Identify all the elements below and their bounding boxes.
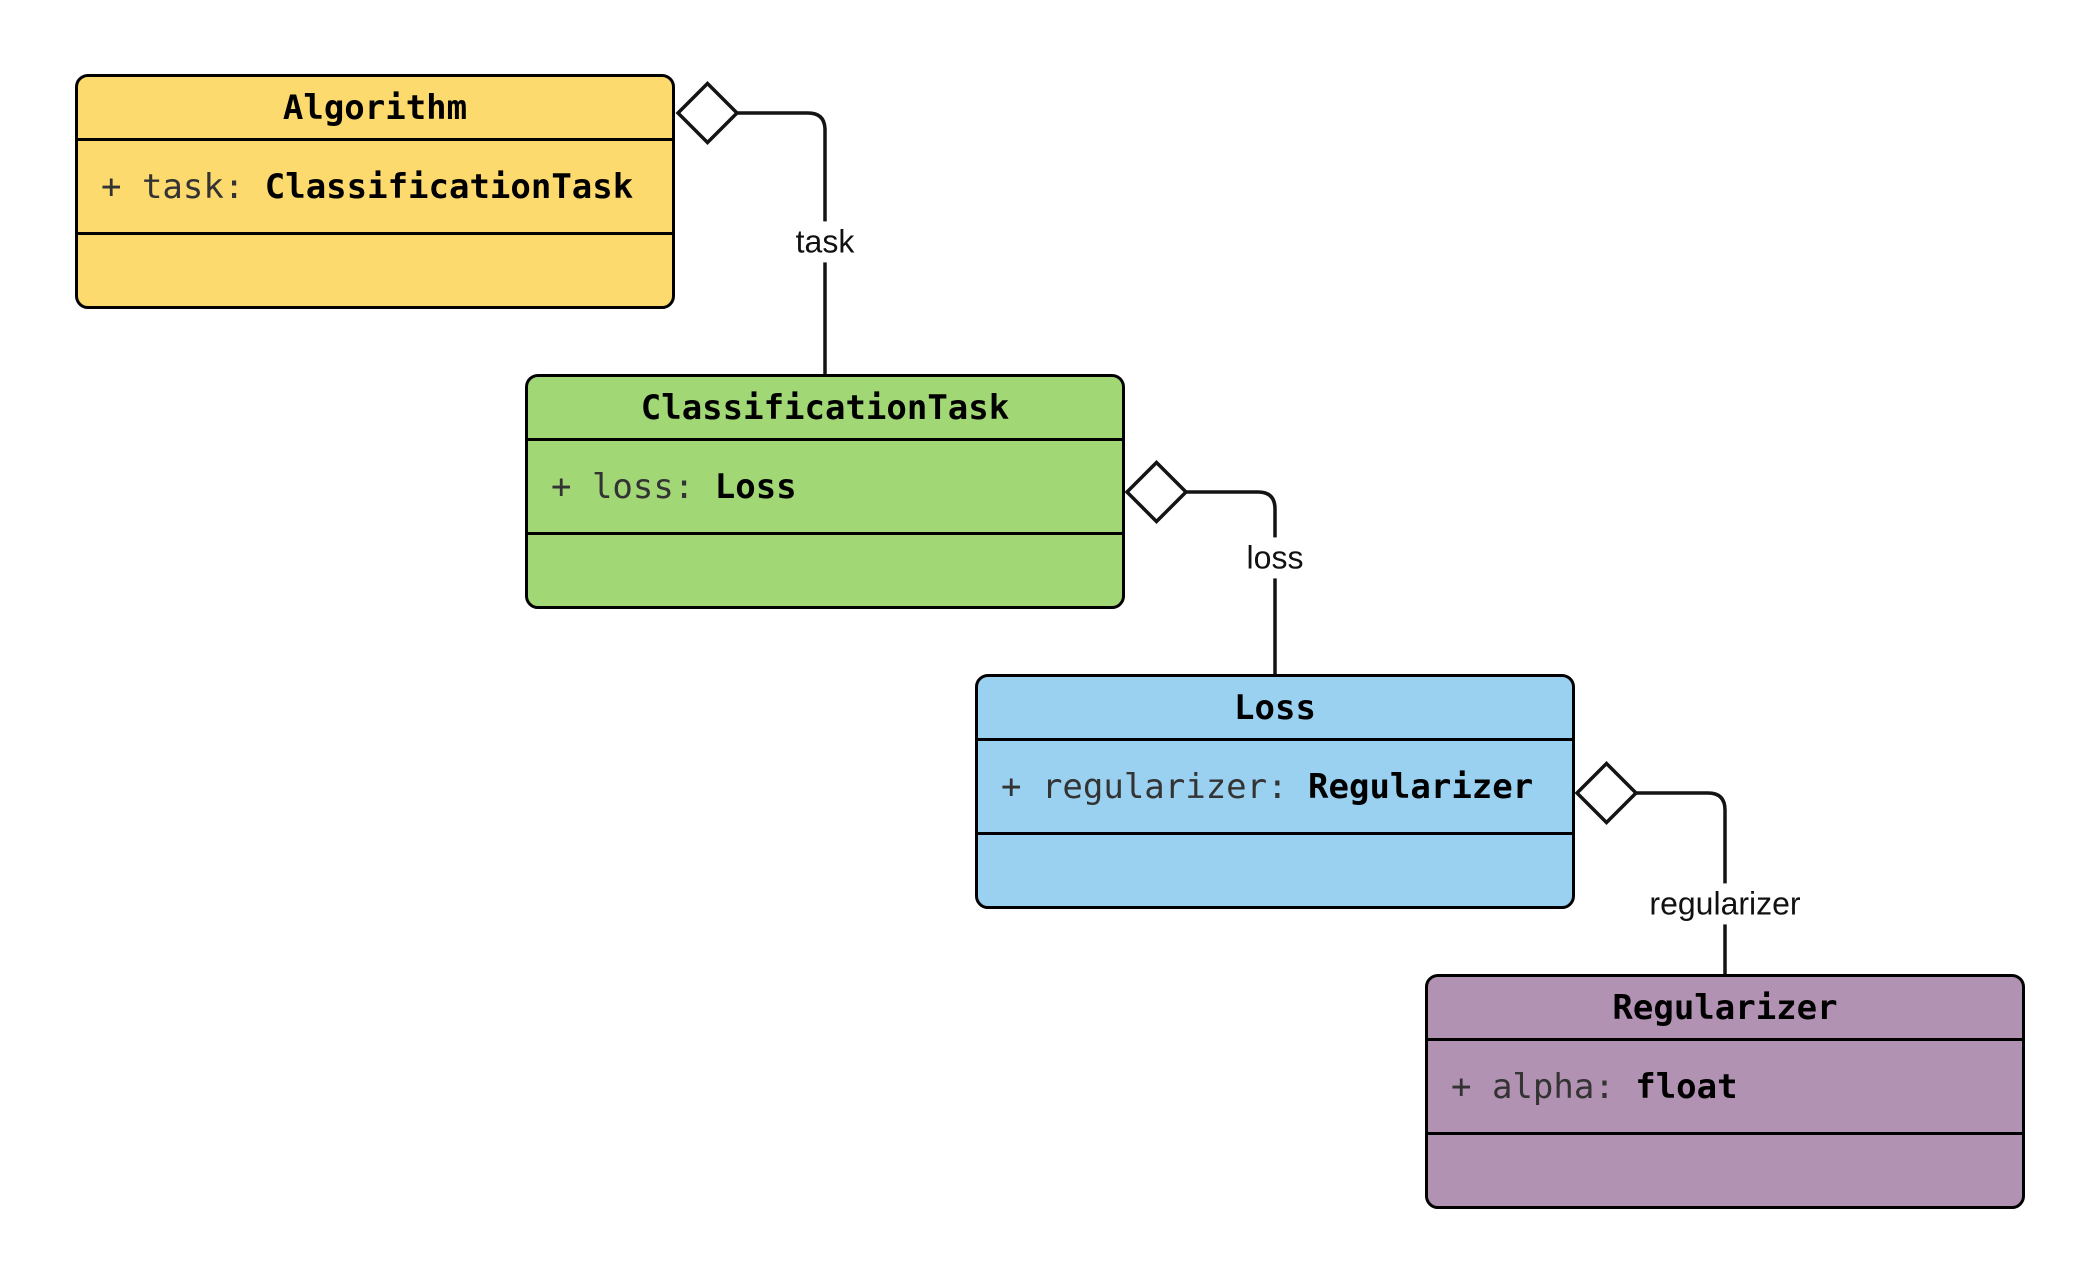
class-box-algorithm: Algorithm + task: ClassificationTask (75, 74, 675, 309)
edge-loss (1186, 490, 1277, 674)
attribute-name: + alpha: (1451, 1066, 1636, 1107)
edge-regularizer (1636, 791, 1727, 974)
class-title: Regularizer (1428, 977, 2022, 1041)
class-attribute: + loss: Loss (528, 441, 1122, 535)
attribute-name: + regularizer: (1001, 766, 1309, 807)
attribute-type: ClassificationTask (264, 166, 634, 207)
class-title: ClassificationTask (528, 377, 1122, 441)
class-box-loss: Loss + regularizer: Regularizer (975, 674, 1575, 909)
aggregation-diamond-icon (675, 81, 740, 145)
edge-label-regularizer: regularizer (1642, 883, 1808, 925)
class-attribute: + regularizer: Regularizer (978, 741, 1572, 835)
attribute-type: Loss (714, 466, 797, 507)
attribute-name: + task: (101, 166, 265, 207)
class-box-regularizer: Regularizer + alpha: float (1425, 974, 2025, 1209)
class-methods-empty (528, 535, 1122, 606)
class-title: Algorithm (78, 77, 672, 141)
class-title: Loss (978, 677, 1572, 741)
class-methods-empty (978, 835, 1572, 906)
class-box-classificationtask: ClassificationTask + loss: Loss (525, 374, 1125, 609)
aggregation-diamond-icon (1124, 460, 1189, 524)
class-attribute: + task: ClassificationTask (78, 141, 672, 235)
class-attribute: + alpha: float (1428, 1041, 2022, 1135)
attribute-type: float (1635, 1066, 1738, 1107)
aggregation-diamond-icon (1574, 761, 1639, 825)
class-methods-empty (78, 235, 672, 306)
edge-task (736, 111, 827, 374)
class-methods-empty (1428, 1135, 2022, 1206)
attribute-name: + loss: (551, 466, 715, 507)
edge-label-task: task (788, 221, 862, 263)
attribute-type: Regularizer (1308, 766, 1534, 807)
edge-label-loss: loss (1239, 537, 1311, 579)
